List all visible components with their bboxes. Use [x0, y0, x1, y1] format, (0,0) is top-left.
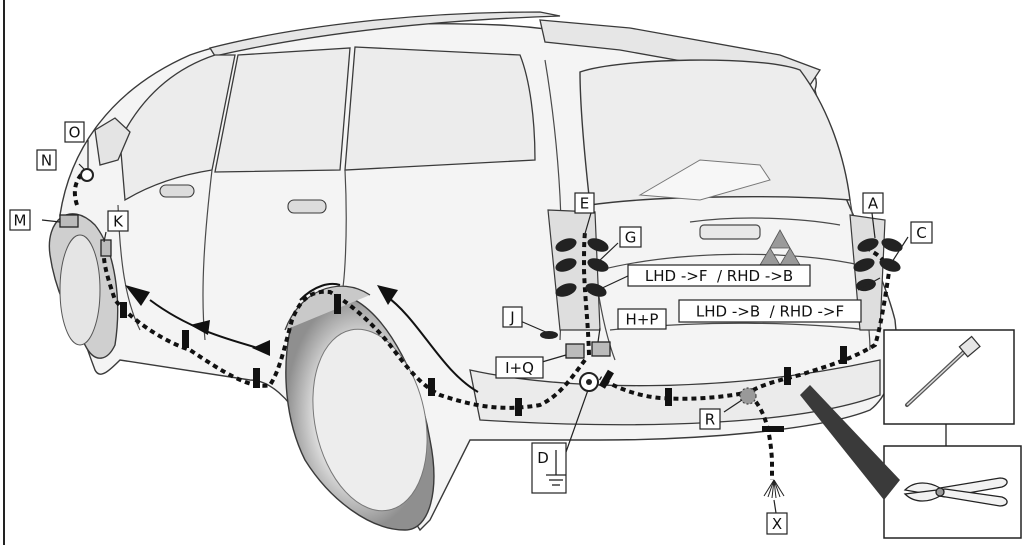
label-e: E [574, 192, 595, 214]
label-x: X [766, 512, 788, 535]
wire-end-x [763, 479, 785, 499]
svg-text:D: D [537, 449, 549, 467]
control-modules [59, 214, 611, 359]
svg-text:G: G [625, 229, 637, 247]
cable-tie-inset [883, 329, 1015, 425]
svg-text:N: N [41, 152, 52, 170]
svg-text:H+P: H+P [626, 311, 659, 329]
svg-text:A: A [868, 195, 879, 213]
svg-text:M: M [14, 212, 27, 230]
label-k: K [107, 210, 129, 232]
cable-tie-icon [905, 335, 981, 407]
svg-text:I+Q: I+Q [505, 359, 534, 377]
svg-text:J: J [509, 309, 514, 327]
point-o-marker [80, 168, 94, 182]
tailgate-details [599, 217, 869, 331]
svg-text:K: K [113, 213, 124, 231]
svg-text:X: X [772, 515, 782, 533]
label-a: A [862, 192, 884, 214]
label-d-ground: D [531, 442, 567, 494]
rear-window [579, 59, 851, 206]
label-j: J [502, 306, 523, 328]
label-hp: H+P [617, 308, 667, 330]
side-mirror [94, 117, 131, 166]
svg-text:O: O [69, 124, 81, 142]
svg-text:R: R [705, 411, 715, 429]
side-windows [119, 46, 536, 202]
side-cutter-pliers-icon [903, 477, 1008, 507]
label-lhd-f-rhd-b: LHD ->F / RHD ->B [627, 264, 811, 287]
label-c: C [910, 221, 933, 244]
svg-text:LHD ->F / RHD ->B: LHD ->F / RHD ->B [645, 267, 793, 285]
door-handles [159, 184, 327, 214]
label-g: G [619, 226, 642, 248]
label-lhd-b-rhd-f: LHD ->B / RHD ->F [678, 299, 862, 323]
leader-lines [41, 140, 909, 514]
label-n: N [36, 149, 57, 171]
connector-j-plug [540, 331, 558, 339]
label-o: O [64, 121, 85, 143]
label-iq: I+Q [495, 356, 544, 379]
ground-symbol-icon [546, 450, 566, 486]
label-r: R [699, 408, 721, 430]
routing-arrows [149, 282, 479, 393]
pliers-inset [883, 445, 1022, 539]
svg-text:LHD ->B / RHD ->F: LHD ->B / RHD ->F [696, 303, 844, 321]
splice-r [739, 387, 757, 405]
inset-pointer-wedge [800, 385, 900, 500]
lamp-connectors-left [555, 238, 609, 297]
routing-arrowheads [125, 285, 398, 356]
harness-clips [120, 294, 847, 432]
svg-text:E: E [580, 195, 589, 213]
label-m: M [9, 209, 31, 231]
svg-text:C: C [916, 224, 926, 242]
